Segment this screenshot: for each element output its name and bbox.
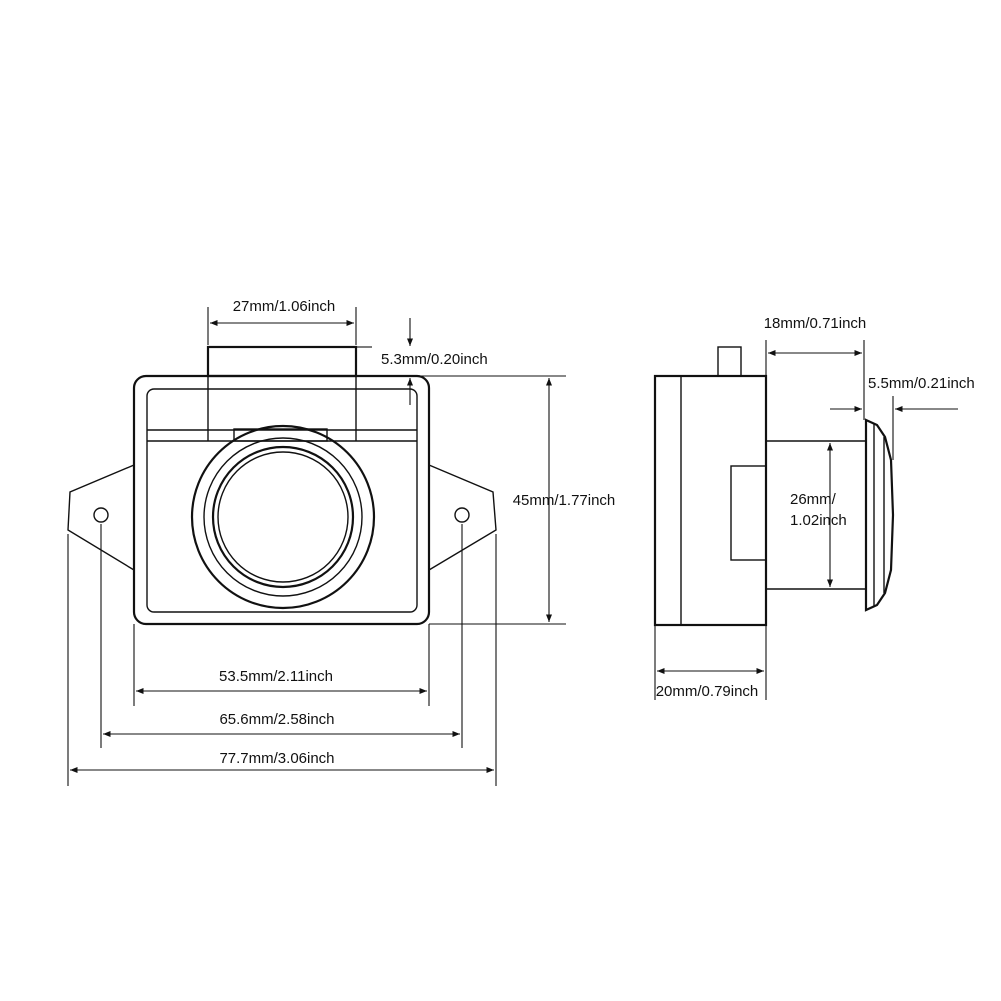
button-inner-ring xyxy=(211,445,355,589)
label-hole-spacing: 65.6mm/2.58inch xyxy=(219,711,334,728)
side-cylinder xyxy=(766,440,866,590)
left-mounting-hole xyxy=(93,507,109,523)
side-body xyxy=(653,374,768,627)
label-body-width: 53.5mm/2.11inch xyxy=(219,668,333,685)
side-latch-slot xyxy=(730,465,767,561)
button-face xyxy=(217,451,349,583)
mounting-flange-outline xyxy=(67,464,497,571)
label-flange-thickness: 5.5mm/0.21inch xyxy=(868,375,975,392)
side-top-tab xyxy=(717,346,742,377)
label-top-height: 5.3mm/0.20inch xyxy=(381,351,488,368)
right-mounting-hole xyxy=(454,507,470,523)
label-body-height: 45mm/1.77inch xyxy=(513,492,616,509)
top-tab xyxy=(206,345,358,378)
front-view: 27mm/1.06inch 5.3mm/0.20inch 45mm/1.77in… xyxy=(67,298,616,786)
housing-inner xyxy=(146,388,418,613)
label-overall-width: 77.7mm/3.06inch xyxy=(219,750,334,767)
tab-slot xyxy=(233,428,328,442)
side-button-cap xyxy=(864,418,895,612)
label-button-diameter-line1: 26mm/ xyxy=(790,491,837,508)
label-side-depth-top: 18mm/0.71inch xyxy=(764,315,867,332)
side-view: 18mm/0.71inch 5.5mm/0.21inch 26mm/ 1.02i… xyxy=(653,315,975,700)
label-top-width: 27mm/1.06inch xyxy=(233,298,336,315)
button-ring xyxy=(203,437,363,597)
button-outer-ring xyxy=(190,424,376,610)
label-side-depth-bottom: 20mm/0.79inch xyxy=(656,683,759,700)
label-button-diameter-line2: 1.02inch xyxy=(790,512,847,529)
